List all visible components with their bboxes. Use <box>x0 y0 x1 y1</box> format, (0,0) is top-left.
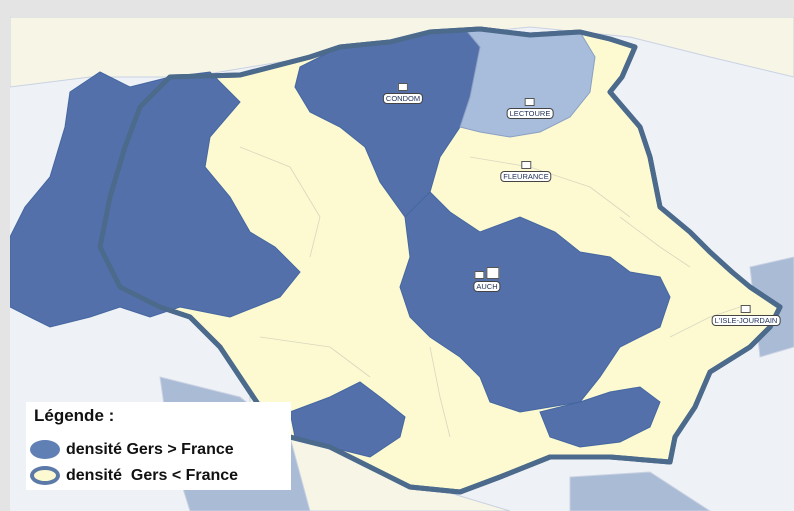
low-density-swatch-icon <box>30 466 60 485</box>
town-lectoure[interactable]: LECTOURE <box>506 98 554 119</box>
prefecture-marker-icon <box>486 267 500 279</box>
legend-item-label: densité Gers > France <box>66 440 234 458</box>
town-label: LECTOURE <box>506 108 554 119</box>
legend-item-label: densité Gers < France <box>66 466 239 484</box>
town-marker-icon <box>474 271 485 279</box>
legend-title: Légende : <box>34 406 115 425</box>
town-condom[interactable]: CONDOM <box>382 83 424 104</box>
neighbour-region-south-blue <box>569 471 711 511</box>
town-label: AUCH <box>473 281 501 292</box>
density-map[interactable]: CONDOM LECTOURE FLEURANCE AUCH L'ISLE-JO… <box>10 17 794 511</box>
high-density-swatch-icon <box>30 440 60 459</box>
town-auch[interactable]: AUCH <box>473 267 501 292</box>
map-canvas <box>10 17 794 511</box>
town-label: FLEURANCE <box>500 171 552 182</box>
town-marker-group <box>474 267 500 279</box>
legend-item-low-density: densité Gers < France <box>30 466 238 485</box>
town-marker-icon <box>525 98 535 106</box>
high-density-southeast <box>539 386 661 448</box>
town-marker-icon <box>521 161 531 169</box>
town-fleurance[interactable]: FLEURANCE <box>500 161 552 182</box>
town-label: CONDOM <box>382 93 424 104</box>
town-lisle-jourdain[interactable]: L'ISLE-JOURDAIN <box>711 305 781 326</box>
commune-boundaries <box>239 146 741 438</box>
town-marker-icon <box>397 83 408 91</box>
town-label: L'ISLE-JOURDAIN <box>711 315 781 326</box>
top-bar <box>0 0 794 17</box>
town-marker-icon <box>740 305 751 313</box>
legend-item-high-density: densité Gers > France <box>30 440 234 459</box>
gers-department-border <box>97 26 783 495</box>
high-density-west <box>10 71 301 328</box>
map-legend: Légende : densité Gers > France densité … <box>26 402 291 490</box>
high-density-auch <box>399 191 671 413</box>
